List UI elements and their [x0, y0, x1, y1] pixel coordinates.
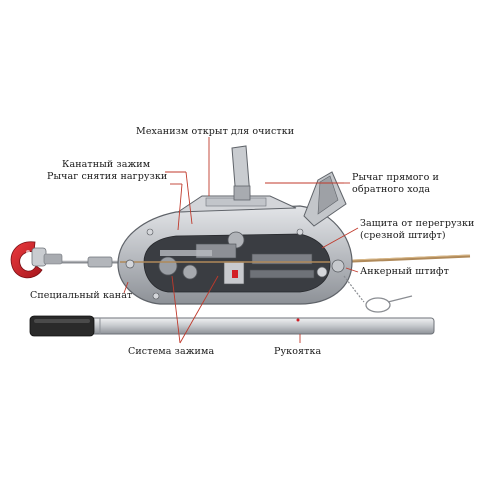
leader-lines — [123, 137, 359, 344]
hook-icon — [10, 241, 63, 279]
label-lever-line1: Рычаг прямого и — [352, 172, 439, 183]
forward-reverse-lever — [303, 171, 347, 227]
rope-ferrule — [87, 256, 113, 268]
winch-body — [117, 195, 353, 305]
leader-special-rope — [123, 281, 129, 294]
wire-rope-right — [329, 254, 471, 264]
label-overload-line2: (срезной штифт) — [360, 230, 446, 241]
label-rope-clamp: Канатный зажим — [62, 159, 151, 170]
leader-overload — [321, 227, 359, 249]
anchor-pin-chain — [343, 275, 413, 313]
label-overload-line1: Защита от перегрузки — [360, 218, 475, 229]
label-lever-line2: обратного хода — [352, 184, 431, 195]
label-release-lever: Рычаг снятия нагрузки — [47, 171, 168, 182]
label-clamp-system: Система зажима — [128, 346, 215, 357]
label-handle: Рукоятка — [274, 346, 322, 357]
handle-tube — [29, 315, 435, 337]
label-mechanism-open: Механизм открыт для очистки — [136, 126, 295, 137]
leader-anchor-pin — [345, 267, 359, 273]
label-anchor-pin: Анкерный штифт — [360, 266, 449, 277]
label-special-rope: Специальный канат — [30, 290, 133, 301]
leader-clamp-system — [171, 275, 181, 344]
release-lever — [231, 145, 251, 201]
